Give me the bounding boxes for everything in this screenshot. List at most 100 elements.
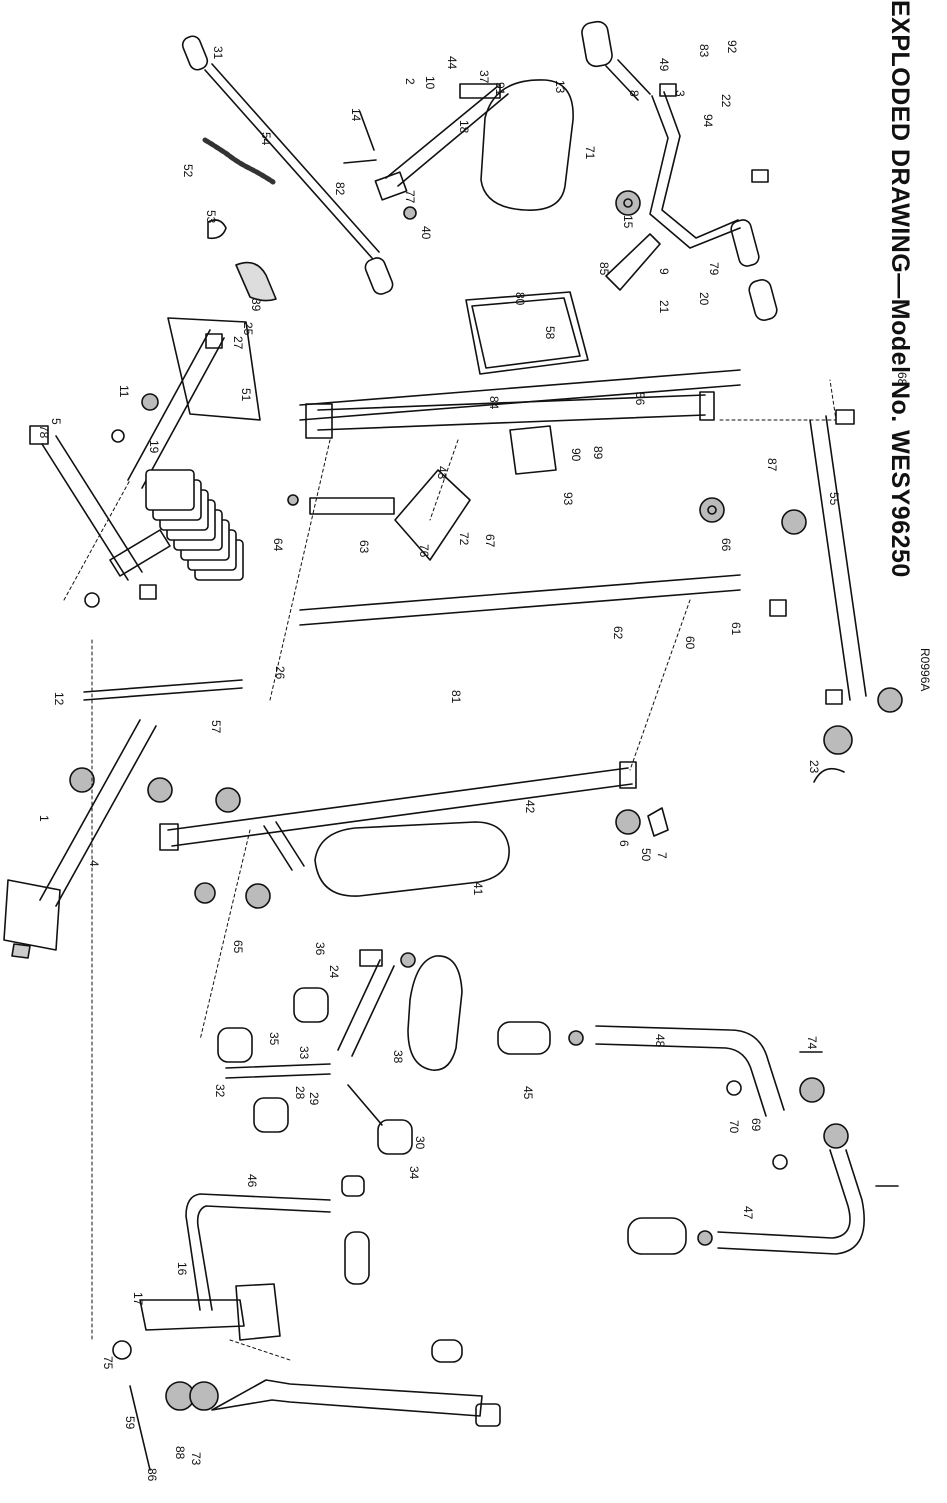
part-label-80: 80 — [513, 292, 527, 306]
part-label-75: 75 — [101, 1356, 115, 1370]
part-label-85: 85 — [597, 262, 611, 276]
part-label-37: 37 — [477, 70, 491, 84]
rail-pulleys — [194, 787, 305, 909]
part-label-41: 41 — [471, 882, 485, 896]
drawing-code: R0996A — [918, 648, 932, 692]
part-label-65: 65 — [231, 940, 245, 954]
weight-stack-assembly — [145, 369, 741, 626]
part-label-50: 50 — [639, 848, 653, 862]
part-label-11: 11 — [117, 385, 131, 398]
part-label-48: 48 — [653, 1034, 667, 1048]
part-label-89: 89 — [591, 446, 605, 460]
press-arm-frame — [581, 20, 778, 321]
part-label-45: 45 — [521, 1086, 535, 1100]
part-label-4: 4 — [87, 860, 101, 867]
upright-and-backrest — [305, 291, 715, 475]
part-label-60: 60 — [683, 636, 697, 650]
part-label-44: 44 — [445, 56, 459, 70]
part-label-31: 31 — [211, 46, 225, 60]
part-label-14: 14 — [349, 108, 363, 122]
part-label-78: 78 — [37, 425, 51, 439]
part-label-30: 30 — [413, 1136, 427, 1150]
part-label-53: 53 — [204, 210, 218, 224]
part-label-58: 58 — [543, 326, 557, 340]
part-label-19: 19 — [147, 440, 161, 454]
part-label-47: 47 — [741, 1206, 755, 1220]
part-label-94: 94 — [701, 114, 715, 128]
part-label-59: 59 — [123, 1416, 137, 1430]
part-label-63: 63 — [357, 540, 371, 554]
bench-base-rail — [159, 761, 669, 897]
part-label-15: 15 — [621, 215, 635, 229]
part-label-22: 22 — [719, 94, 733, 108]
part-label-67: 67 — [483, 534, 497, 548]
part-label-40: 40 — [419, 226, 433, 240]
part-label-42: 42 — [523, 800, 537, 814]
part-label-52: 52 — [181, 164, 195, 178]
main-vertical-frame — [699, 409, 903, 783]
part-label-20: 20 — [697, 292, 711, 306]
part-label-79: 79 — [707, 262, 721, 276]
title-model: Model No. WESY96250 — [886, 298, 914, 578]
part-label-43: 43 — [435, 466, 449, 480]
part-label-72: 72 — [457, 532, 471, 546]
part-label-77: 77 — [403, 190, 417, 204]
assembly-guides — [63, 379, 837, 1361]
part-label-83: 83 — [697, 44, 711, 58]
title-separator: — — [886, 273, 914, 299]
part-label-49: 49 — [657, 58, 671, 72]
part-label-74: 74 — [805, 1036, 819, 1050]
part-label-64: 64 — [271, 538, 285, 552]
part-label-88: 88 — [173, 1446, 187, 1460]
part-label-18: 18 — [457, 120, 471, 134]
rear-base-frame — [29, 317, 261, 608]
part-label-70: 70 — [727, 1120, 741, 1134]
part-label-25: 25 — [241, 322, 255, 336]
part-label-23: 23 — [807, 760, 821, 774]
part-label-84: 84 — [487, 396, 501, 410]
leg-developer-assembly — [217, 949, 463, 1155]
part-label-61: 61 — [729, 622, 743, 636]
upper-seat-assembly — [343, 79, 574, 220]
part-label-9: 9 — [657, 268, 671, 275]
part-label-2: 2 — [403, 78, 417, 85]
part-label-34: 34 — [407, 1166, 421, 1180]
part-label-1: 1 — [37, 815, 51, 822]
part-label-32: 32 — [213, 1084, 227, 1098]
part-label-66: 66 — [719, 538, 733, 552]
part-label-73: 73 — [189, 1452, 203, 1466]
part-label-7: 7 — [655, 852, 669, 859]
part-label-16: 16 — [175, 1262, 189, 1276]
part-label-81: 81 — [449, 690, 463, 704]
part-label-38: 38 — [391, 1050, 405, 1064]
part-label-6: 6 — [617, 840, 631, 847]
part-label-90: 90 — [569, 448, 583, 462]
part-label-36: 36 — [313, 942, 327, 956]
part-label-33: 33 — [297, 1046, 311, 1060]
part-label-3: 3 — [673, 90, 687, 97]
part-number-labels: 1234567891011121314151617181920212223242… — [37, 40, 909, 1482]
part-label-39: 39 — [249, 298, 263, 312]
part-label-92: 92 — [725, 40, 739, 54]
front-leg-frame — [3, 679, 243, 959]
part-label-68: 68 — [895, 372, 909, 386]
part-label-71: 71 — [583, 146, 597, 160]
part-label-82: 82 — [333, 182, 347, 196]
part-label-17: 17 — [131, 1292, 145, 1306]
part-label-56: 56 — [633, 392, 647, 406]
part-label-62: 62 — [611, 626, 625, 640]
part-label-13: 13 — [553, 80, 567, 94]
arm-and-carriage-assembly — [112, 1175, 501, 1471]
drawing-title: EXPLODED DRAWING—Model No. WESY96250 — [885, 0, 914, 578]
part-label-57: 57 — [209, 720, 223, 734]
part-label-12: 12 — [52, 692, 66, 706]
part-label-10: 10 — [423, 76, 437, 90]
part-label-93: 93 — [561, 492, 575, 506]
part-label-51: 51 — [239, 388, 253, 402]
part-label-5: 5 — [49, 418, 63, 425]
part-label-91: 91 — [493, 82, 507, 96]
part-label-86: 86 — [145, 1468, 159, 1482]
part-label-69: 69 — [749, 1118, 763, 1132]
